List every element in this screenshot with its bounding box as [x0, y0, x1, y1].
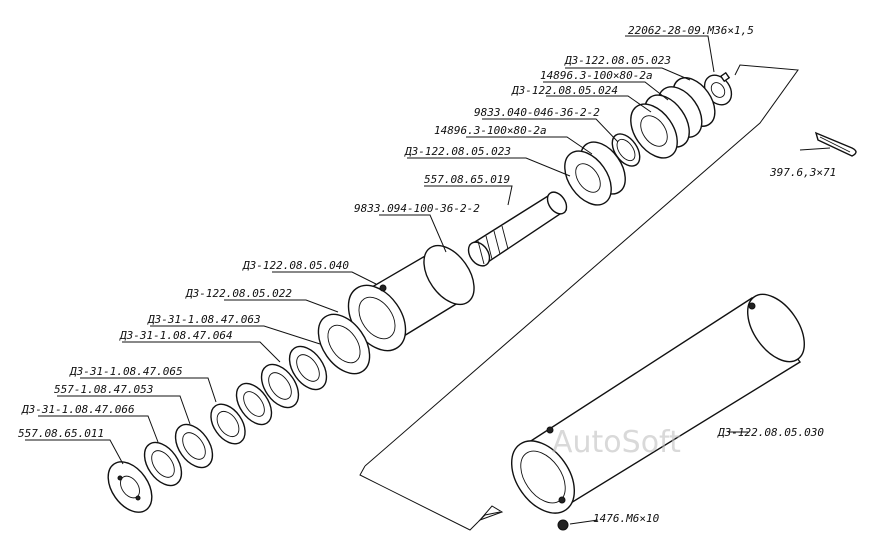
label-ring-066: Д3-31-1.08.47.066 — [21, 403, 135, 416]
label-grease-fitting: 1476.М6×10 — [593, 512, 660, 525]
label-o-ring-094: 9833.094-100-36-2-2 — [354, 202, 480, 215]
mid-ring-pair — [235, 345, 328, 426]
piston-ring — [174, 423, 214, 469]
label-seal-023-lower: Д3-122.08.05.023 — [404, 145, 511, 158]
part-labels: 22062-28-09.М36×1,5 Д3-122.08.05.023 148… — [18, 24, 836, 525]
label-wiper-022: Д3-122.08.05.022 — [185, 287, 292, 300]
label-cuff-lower: 14896.3-100×80-2а — [434, 124, 547, 137]
wiper-ring — [317, 313, 371, 375]
assembly-path — [359, 64, 799, 531]
end-nut — [107, 461, 153, 513]
leader-lines — [25, 35, 831, 525]
upper-seal-stack — [630, 77, 716, 159]
label-ring-064: Д3-31-1.08.47.064 — [119, 329, 233, 342]
label-o-ring-040: 9833.040-046-36-2-2 — [474, 106, 600, 119]
label-head-040: Д3-122.08.05.040 — [242, 259, 349, 272]
label-ring-065: Д3-31-1.08.47.065 — [69, 365, 183, 378]
grease-fitting — [557, 519, 569, 531]
cylinder-tube — [510, 293, 805, 514]
piston-rod — [467, 191, 568, 267]
label-rod: 557.08.65.019 — [424, 173, 510, 186]
label-tube-030: Д3-122.08.05.030 — [717, 426, 824, 439]
watermark: AutoSoft — [552, 425, 681, 460]
label-cuff-upper: 14896.3-100×80-2а — [540, 69, 653, 82]
label-ring-063: Д3-31-1.08.47.063 — [147, 313, 261, 326]
label-nut-011: 557.08.65.011 — [18, 427, 104, 440]
label-cotter-pin: 397.6,3×71 — [769, 166, 836, 179]
piston-seal — [143, 441, 183, 487]
label-seal-023-upper: Д3-122.08.05.023 — [564, 54, 671, 67]
label-seal-024: Д3-122.08.05.024 — [511, 84, 618, 97]
cotter-pin — [814, 131, 857, 157]
flat-ring — [210, 403, 246, 445]
lower-seal-pair — [564, 141, 626, 206]
label-ring-053: 557-1.08.47.053 — [54, 383, 153, 396]
label-nut: 22062-28-09.М36×1,5 — [628, 24, 754, 37]
cylinder-head — [347, 244, 475, 352]
